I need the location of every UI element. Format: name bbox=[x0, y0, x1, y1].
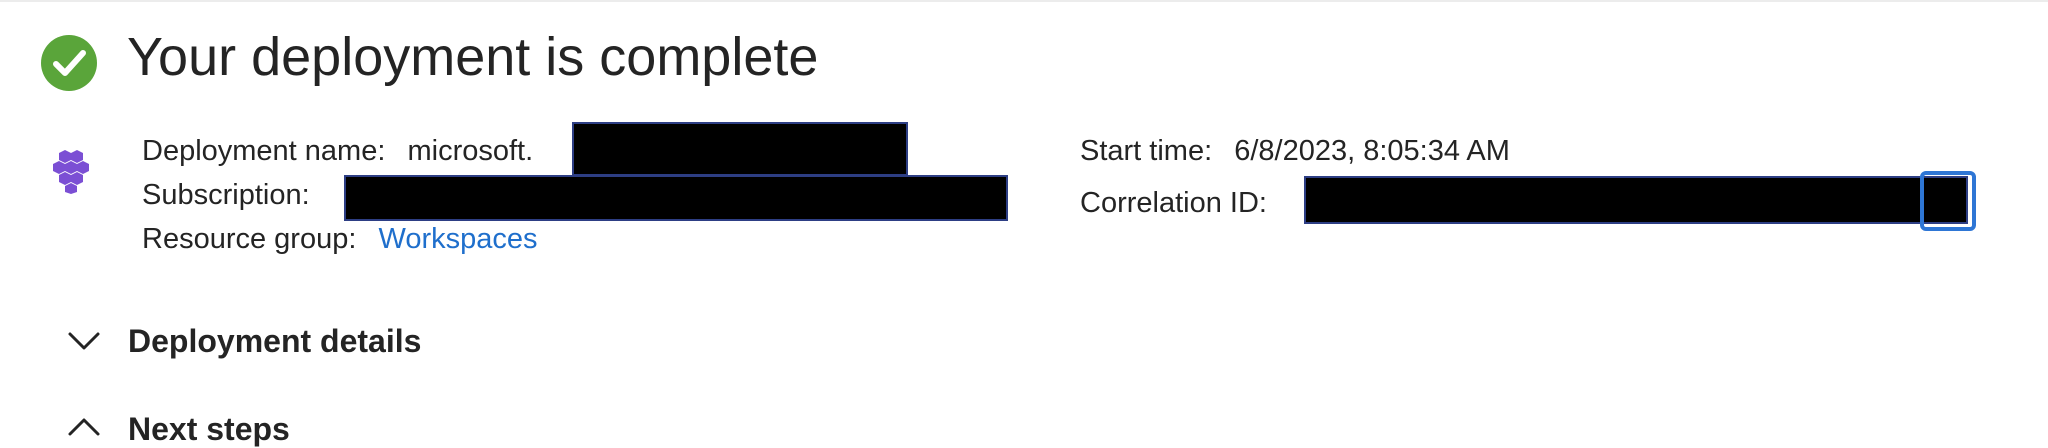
resource-group-label: Resource group: bbox=[142, 223, 357, 255]
subscription-row: Subscription: bbox=[142, 178, 310, 212]
start-time-value: 6/8/2023, 8:05:34 AM bbox=[1234, 135, 1510, 167]
correlation-id-row: Correlation ID: bbox=[1080, 186, 1267, 220]
subscription-redaction bbox=[344, 175, 1008, 221]
chevron-up-icon[interactable] bbox=[66, 410, 102, 446]
deployment-name-label: Deployment name: bbox=[142, 135, 386, 167]
start-time-row: Start time: 6/8/2023, 8:05:34 AM bbox=[1080, 134, 1510, 168]
deployment-name-redaction bbox=[572, 122, 908, 176]
page-title: Your deployment is complete bbox=[127, 27, 819, 87]
next-steps-heading[interactable]: Next steps bbox=[128, 411, 290, 447]
correlation-id-label: Correlation ID: bbox=[1080, 187, 1267, 219]
resource-group-row: Resource group: Workspaces bbox=[142, 222, 538, 256]
resource-group-link[interactable]: Workspaces bbox=[378, 223, 538, 255]
deployment-name-row: Deployment name: microsoft. bbox=[142, 134, 533, 168]
correlation-id-redaction bbox=[1304, 176, 1968, 224]
chevron-down-icon[interactable] bbox=[66, 322, 102, 358]
hexagon-cluster-icon bbox=[53, 150, 89, 194]
copy-correlation-id-button[interactable] bbox=[1920, 171, 1976, 231]
top-divider bbox=[0, 0, 2048, 2]
deployment-details-heading[interactable]: Deployment details bbox=[128, 323, 422, 359]
subscription-label: Subscription: bbox=[142, 179, 310, 211]
success-check-icon bbox=[41, 35, 97, 91]
deployment-name-value: microsoft. bbox=[407, 135, 534, 167]
start-time-label: Start time: bbox=[1080, 135, 1213, 167]
